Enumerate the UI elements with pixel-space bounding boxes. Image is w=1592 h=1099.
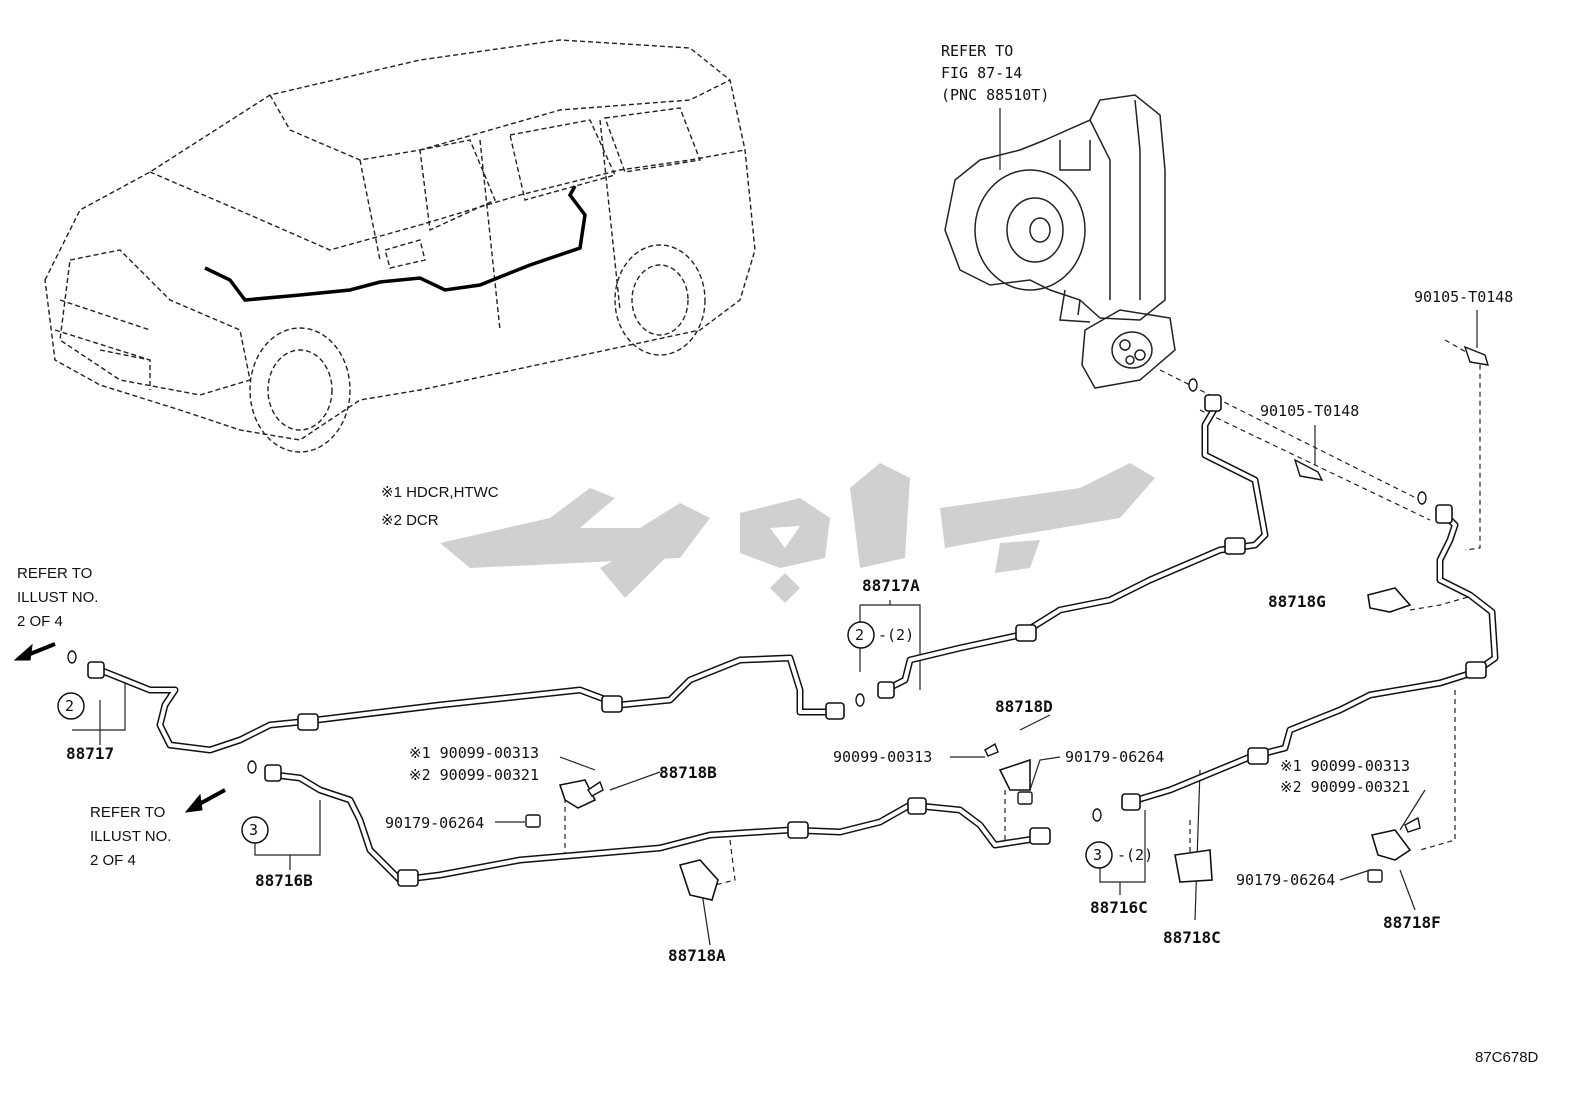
part-88718C: 88718C	[1163, 928, 1221, 947]
refer-left-bottom-line2: ILLUST NO.	[90, 828, 172, 845]
part-90105-mid: 90105-T0148	[1260, 402, 1360, 420]
callout-3a-number: 3	[249, 821, 259, 839]
part-88718B: 88718B	[659, 763, 717, 782]
vehicle-outline	[44, 39, 756, 453]
part-88716C: 88716C	[1090, 898, 1148, 917]
part-90179-06264-f: 90179-06264	[1236, 871, 1336, 889]
hose-route-on-vehicle	[204, 185, 587, 302]
fasteners	[525, 345, 1489, 883]
diagram-code: 87C678D	[1475, 1049, 1539, 1066]
refer-arrows	[13, 642, 226, 813]
note-1: ※1 HDCR,HTWC	[381, 484, 499, 501]
part-90099-00313-d: 90099-00313	[833, 748, 933, 766]
callout-2b-number: 2	[65, 697, 75, 715]
refer-fig-line2: FIG 87-14	[941, 64, 1023, 82]
part-90099-00321-b: ※2 90099-00321	[409, 766, 539, 784]
watermark-logo	[440, 463, 1155, 603]
part-88716B: 88716B	[255, 871, 313, 890]
callout-2a-qty: -(2)	[878, 626, 915, 644]
callout-circles	[57, 621, 1113, 869]
part-90099-00313-f: ※1 90099-00313	[1280, 757, 1410, 775]
part-90105-top: 90105-T0148	[1414, 288, 1514, 306]
part-90099-00321-f: ※2 90099-00321	[1280, 778, 1410, 796]
heater-unit	[944, 94, 1176, 389]
part-88718A: 88718A	[668, 946, 726, 965]
callout-3b-qty: -(2)	[1117, 846, 1154, 864]
refer-left-top-line2: ILLUST NO.	[17, 589, 99, 606]
refer-left-top-line1: REFER TO	[17, 565, 93, 582]
refer-left-bottom-line1: REFER TO	[90, 804, 166, 821]
part-88718G: 88718G	[1268, 592, 1326, 611]
part-88717A: 88717A	[862, 576, 920, 595]
part-90179-06264-b: 90179-06264	[385, 814, 485, 832]
refer-fig-line3: (PNC 88510T)	[941, 86, 1050, 104]
clamps	[558, 587, 1412, 901]
part-88718F: 88718F	[1383, 913, 1441, 932]
o-rings	[67, 378, 1427, 822]
refer-left-top-line3: 2 OF 4	[17, 613, 63, 630]
refer-fig-line1: REFER TO	[941, 42, 1014, 60]
note-2: ※2 DCR	[381, 512, 439, 529]
part-88717: 88717	[66, 744, 115, 763]
callout-3b-number: 3	[1093, 846, 1103, 864]
part-88718D: 88718D	[995, 697, 1053, 716]
hose-fittings	[87, 394, 1487, 887]
refer-left-bottom-line3: 2 OF 4	[90, 852, 136, 869]
part-90099-00313-b: ※1 90099-00313	[409, 744, 539, 762]
part-90179-06264-d: 90179-06264	[1065, 748, 1165, 766]
callout-2a-number: 2	[855, 626, 865, 644]
